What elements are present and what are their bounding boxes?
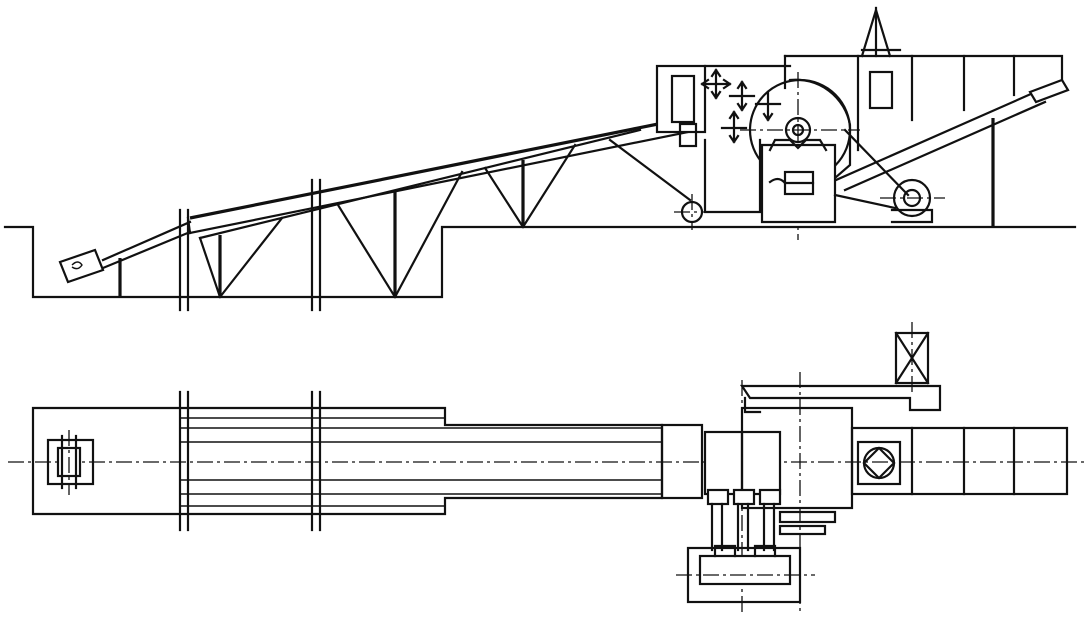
plan-tail-pulley xyxy=(46,430,95,495)
plan-outlet-conveyor xyxy=(850,426,1069,496)
break-marks-plan xyxy=(178,390,322,532)
plan-drive-assembly xyxy=(676,488,837,604)
plan-view xyxy=(8,322,1085,615)
ground-line-left xyxy=(3,225,1077,299)
truss-supports xyxy=(118,138,692,299)
adjustment-arrows xyxy=(700,68,782,144)
plan-conveyor-body xyxy=(31,406,664,516)
side-elevation-view xyxy=(3,6,1077,312)
inclined-conveyor xyxy=(186,116,690,240)
break-marks-elevation xyxy=(178,178,322,312)
tail-pulley-box xyxy=(58,220,192,284)
crusher-housing xyxy=(740,6,1064,240)
plan-feeder-box xyxy=(894,322,930,395)
head-frame xyxy=(655,64,792,230)
outlet-conveyor xyxy=(833,78,1070,227)
